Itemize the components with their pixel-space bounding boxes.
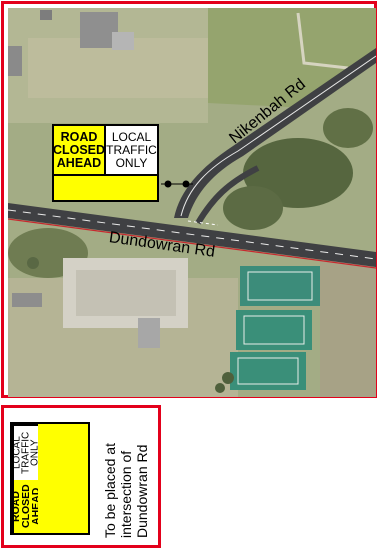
building — [40, 10, 52, 20]
track — [296, 12, 349, 70]
tree — [215, 383, 225, 393]
legend-sign: LOCAL TRAFFIC ONLY ROAD CLOSED AHEAD — [10, 422, 90, 535]
tree-cluster — [223, 186, 283, 230]
legend-local-traffic-only-panel: LOCAL TRAFFIC ONLY — [12, 424, 41, 480]
field-south-east — [320, 258, 376, 397]
road-edge — [8, 218, 376, 269]
placement-note: To be placed at intersection of Dundowra… — [102, 443, 150, 538]
legend-frame: LOCAL TRAFFIC ONLY ROAD CLOSED AHEAD To … — [1, 405, 161, 548]
building — [12, 293, 42, 307]
tennis-courts — [230, 266, 320, 390]
give-way-line — [187, 220, 219, 226]
road-centreline — [180, 55, 376, 217]
building-roof — [76, 270, 176, 316]
sign-blank-panel — [54, 176, 157, 200]
legend-sign-blank-panel — [38, 424, 88, 533]
road-centreline — [8, 209, 376, 260]
tree-cluster — [323, 108, 373, 148]
slip-lane — [195, 165, 260, 225]
aerial-map — [8, 8, 376, 397]
local-traffic-only-panel: LOCAL TRAFFIC ONLY — [106, 126, 157, 176]
map-frame: ROAD CLOSED AHEAD LOCAL TRAFFIC ONLY Nik… — [1, 1, 377, 398]
road-closed-sign: ROAD CLOSED AHEAD LOCAL TRAFFIC ONLY — [52, 124, 159, 202]
building — [8, 46, 22, 76]
building — [138, 318, 160, 348]
legend-road-closed-ahead-panel: ROAD CLOSED AHEAD — [10, 480, 42, 533]
tree — [27, 257, 39, 269]
building — [80, 12, 118, 48]
building — [112, 32, 134, 50]
tree — [222, 372, 234, 384]
road-closed-ahead-panel: ROAD CLOSED AHEAD — [53, 126, 106, 176]
